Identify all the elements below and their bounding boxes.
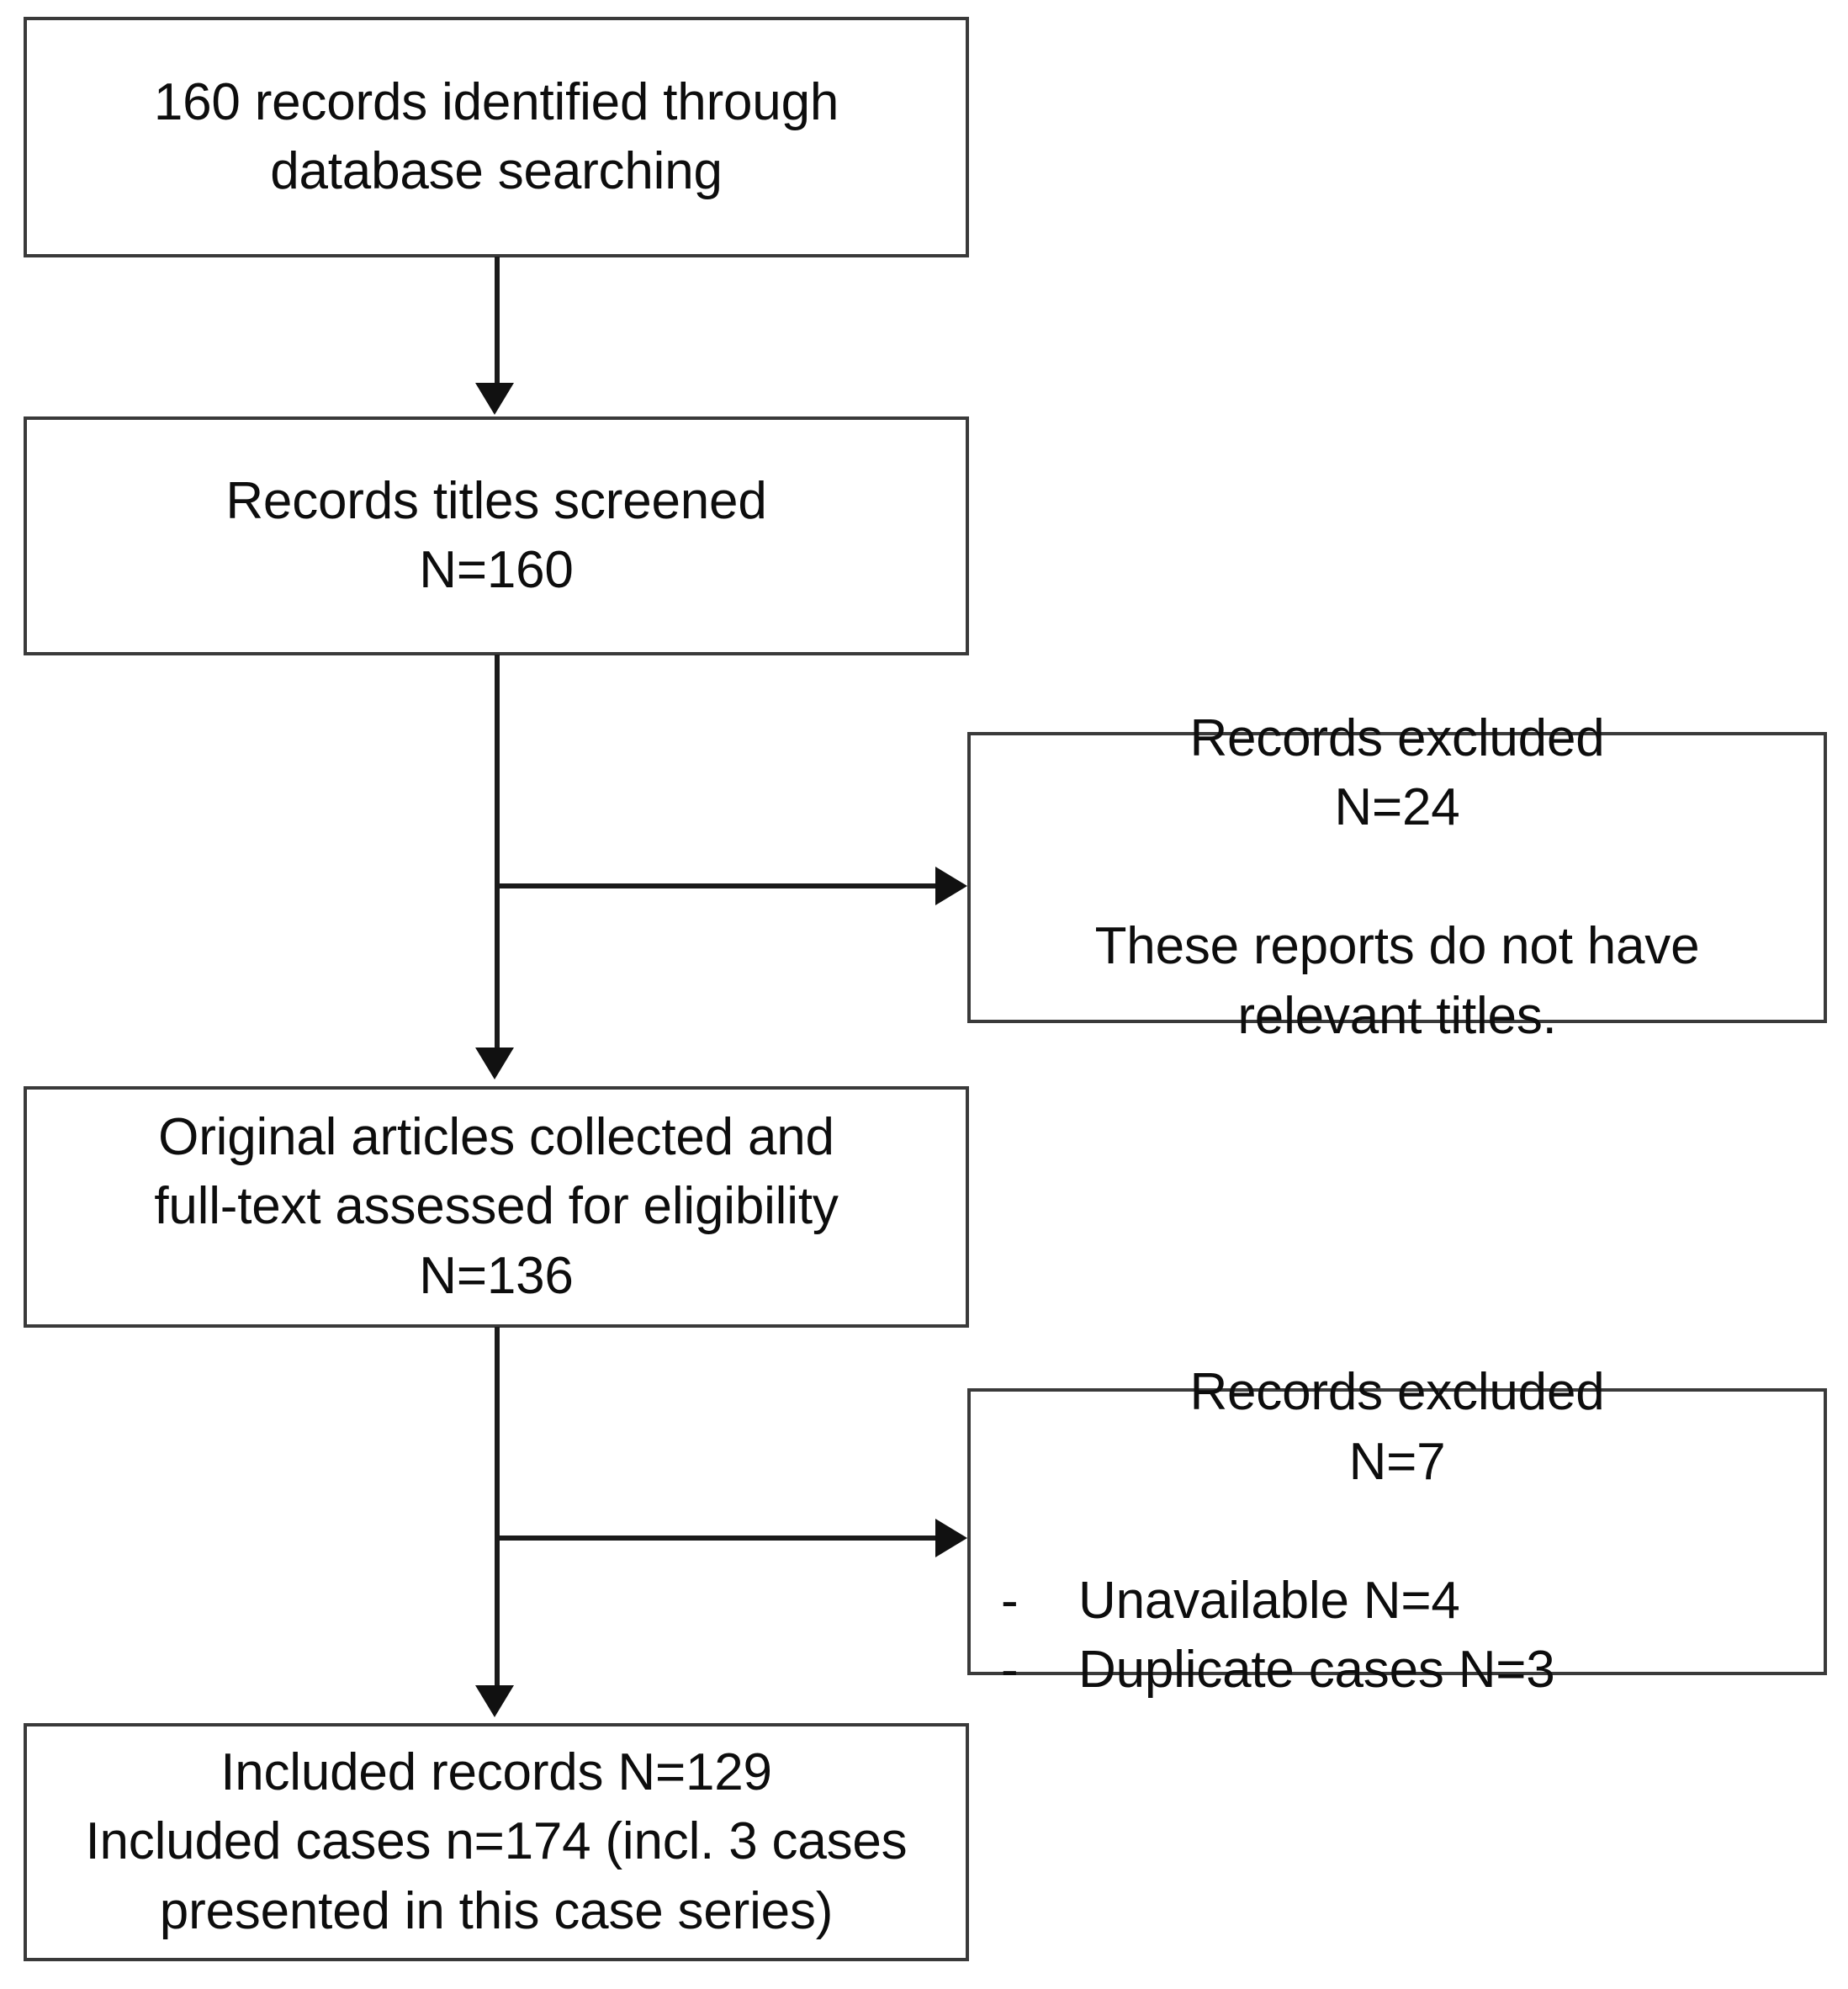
arrow-down-icon-screened-to-eligible (475, 1048, 514, 1079)
bullet-dash-icon: - (1001, 1641, 1019, 1700)
records-excluded-titles-box: Records excluded N=24 These reports do n… (967, 709, 1827, 1045)
arrow-down-icon-identified-to-screened (475, 383, 514, 415)
eligibility-line-2: full-text assessed for eligibility (154, 1177, 839, 1236)
excluded-fulltext-reason-item: - Unavailable N=4 (1001, 1567, 1824, 1636)
excluded-fulltext-reason-text: Duplicate cases N=3 (1078, 1641, 1555, 1700)
excluded-titles-reason-line-1: These reports do not have (1094, 917, 1700, 976)
excluded-fulltext-reason-text: Unavailable N=4 (1078, 1571, 1460, 1630)
excluded-fulltext-reason-item: - Duplicate cases N=3 (1001, 1636, 1824, 1705)
connector-identified-to-screened-line (495, 257, 500, 385)
arrow-right-icon-screened-to-excluded-titles (935, 867, 967, 905)
included-line-1: Included records N=129 (220, 1742, 772, 1801)
records-identified-box: 160 records identified through database … (24, 17, 969, 257)
excluded-fulltext-reason-list: - Unavailable N=4 - Duplicate cases N=3 (971, 1567, 1824, 1705)
records-screened-box: Records titles screened N=160 (24, 416, 969, 655)
excluded-titles-reason-line-2: relevant titles. (1237, 986, 1557, 1045)
excluded-fulltext-count: N=7 (1348, 1432, 1446, 1491)
excluded-fulltext-heading: Records excluded (1189, 1363, 1605, 1422)
arrow-down-icon-eligible-to-included (475, 1685, 514, 1717)
included-records-box: Included records N=129 Included cases n=… (24, 1723, 969, 1961)
eligibility-line-1: Original articles collected and (158, 1107, 834, 1166)
excluded-titles-count: N=24 (1334, 778, 1460, 837)
arrow-right-icon-eligible-to-excluded-fulltext (935, 1519, 967, 1557)
included-line-2: Included cases n=174 (incl. 3 cases (85, 1812, 908, 1871)
included-line-3: presented in this case series) (159, 1881, 834, 1940)
connector-eligible-to-included-line (495, 1327, 500, 1687)
articles-assessed-eligibility-box: Original articles collected and full-tex… (24, 1086, 969, 1328)
records-screened-line-1: Records titles screened (225, 471, 767, 530)
connector-screened-to-excluded-titles-line (497, 883, 946, 888)
records-excluded-fulltext-box: Records excluded N=7 - Unavailable N=4 -… (967, 1363, 1827, 1699)
excluded-titles-heading: Records excluded (1189, 708, 1605, 767)
connector-eligible-to-excluded-fulltext-line (497, 1536, 946, 1541)
eligibility-line-3: N=136 (419, 1246, 574, 1305)
records-screened-line-2: N=160 (419, 541, 574, 599)
bullet-dash-icon: - (1001, 1571, 1019, 1630)
records-identified-line-1: 160 records identified through (153, 72, 839, 131)
connector-screened-to-eligible-line (495, 655, 500, 1050)
records-identified-line-2: database searching (270, 142, 723, 200)
